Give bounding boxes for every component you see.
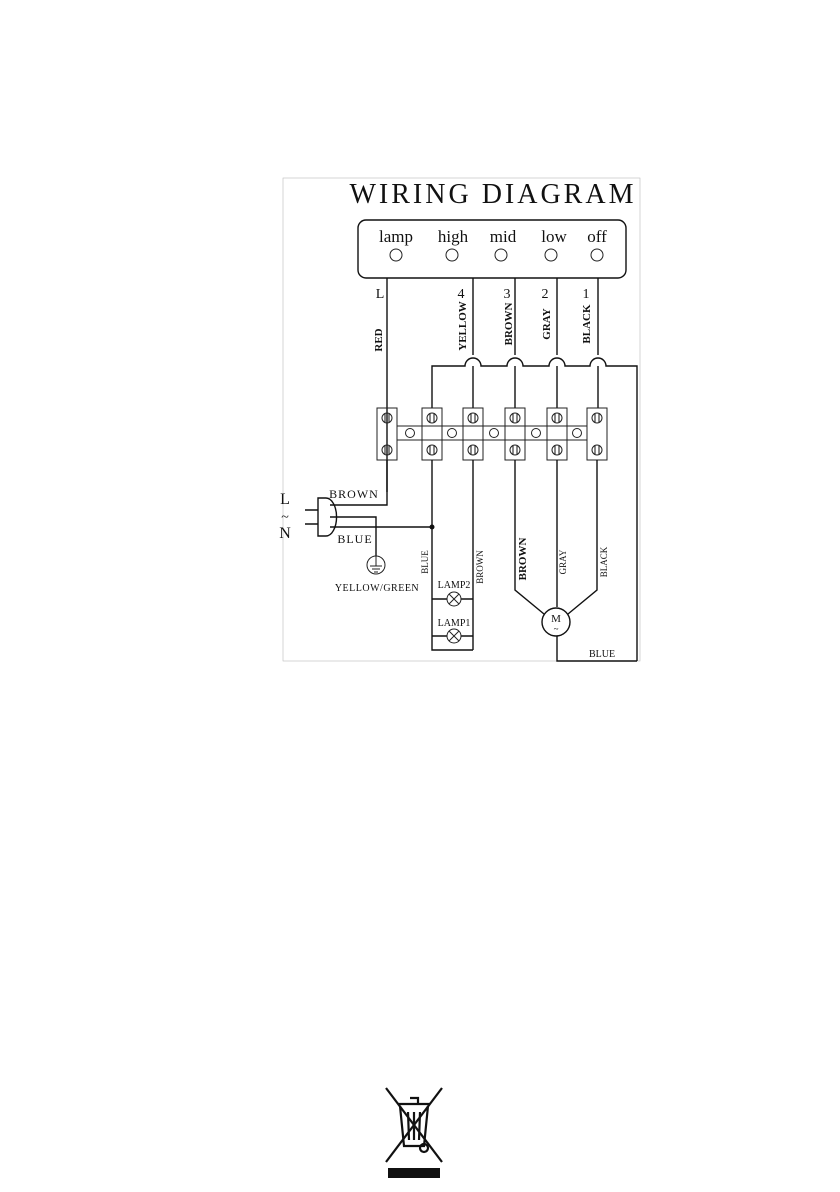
motor-wire-gray-label: GRAY [558,549,568,574]
motor-wire-black-label: BLACK [599,546,609,577]
switch-label-low: low [541,227,567,246]
terminal-number-2: 2 [542,287,549,302]
lamp-wire-brown-label: BROWN [475,550,485,584]
switch-label-off: off [587,227,607,246]
switch-high: high [438,227,469,261]
diagram-title: WIRING DIAGRAM [350,179,637,210]
terminal-number-1: 1 [583,287,590,302]
mains-label-n: N [279,525,291,542]
switch-indicator-off [591,249,603,261]
lamp-wire-blue-label: BLUE [420,550,430,574]
mains-label-l: L [280,491,290,508]
mains-brown-label: BROWN [329,487,379,501]
wire-label-brown: BROWN [503,303,515,346]
switch-lamp: lamp [379,227,413,261]
switch-off: off [587,227,607,261]
crossed-out-wheelie-bin-icon [378,1082,450,1180]
lamp2-icon [447,592,461,606]
switch-label-mid: mid [490,227,517,246]
mains-ac-symbol: ~ [281,510,289,525]
switch-low: low [541,227,567,261]
lamp1-label: LAMP1 [438,618,471,629]
mains-blue-label: BLUE [337,532,372,546]
switch-indicator-low [545,249,557,261]
terminal-block [377,408,607,460]
switch-mid: mid [490,227,517,261]
terminal-number-L: L [376,287,385,302]
terminal-number-4: 4 [458,287,465,302]
switch-label-high: high [438,227,469,246]
earth-icon [367,556,385,574]
lamp2-label: LAMP2 [438,580,471,591]
motor-return-blue-label: BLUE [589,649,615,660]
wire-label-red: RED [373,328,385,351]
motor-ac-symbol: ~ [554,624,559,634]
switch-indicator-mid [495,249,507,261]
wire-label-black: BLACK [581,304,593,344]
switch-indicator-high [446,249,458,261]
switch-indicator-lamp [390,249,402,261]
wire-label-gray: GRAY [541,308,553,339]
crossover-bus [432,358,637,661]
wire-label-yellow: YELLOW [457,301,469,351]
lamp1-icon [447,629,461,643]
motor-wire-brown-label: BROWN [517,538,529,581]
switch-label-lamp: lamp [379,227,413,246]
terminal-number-3: 3 [504,287,511,302]
earth-wire-label: YELLOW/GREEN [335,583,419,594]
